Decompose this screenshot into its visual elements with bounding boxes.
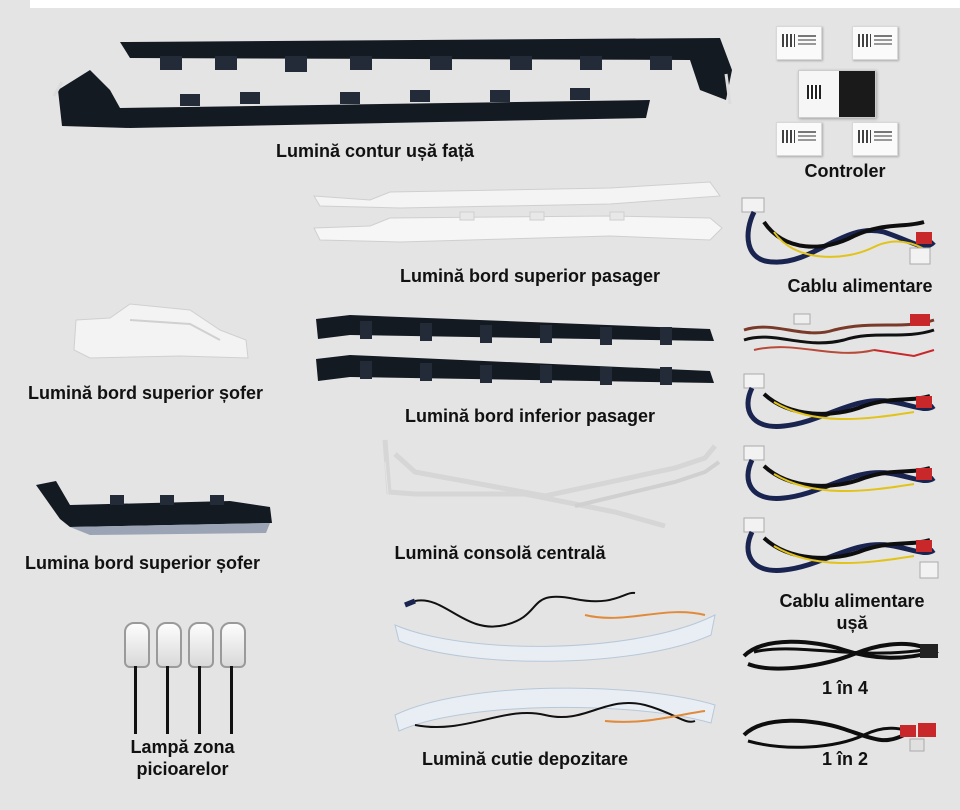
center-console-light-image xyxy=(382,439,721,529)
red-black-cable-image xyxy=(743,313,935,358)
upper-dash-passenger-light-image xyxy=(313,181,723,243)
label-upper-dash-passenger: Lumină bord superior pasager xyxy=(399,266,661,286)
door-power-cable-image-2 xyxy=(743,445,936,501)
label-door-power-cable-1: Cablu alimentare xyxy=(779,591,925,611)
label-footwell-2: picioarelor xyxy=(136,759,229,779)
controller-module xyxy=(852,122,898,156)
label-footwell-1: Lampă zona xyxy=(130,737,235,757)
footwell-lamp xyxy=(220,622,246,668)
storage-box-light-image xyxy=(394,591,716,732)
footwell-lamp-wire xyxy=(134,666,137,734)
footwell-lamp xyxy=(188,622,214,668)
controller-main-module xyxy=(798,70,876,118)
one-in-two-cable-image xyxy=(742,718,936,752)
label-upper-dash-driver-2: Lumina bord superior șofer xyxy=(24,553,261,573)
top-white-strip xyxy=(30,0,960,8)
footwell-lamp xyxy=(124,622,150,668)
footwell-lamp-wire xyxy=(198,666,201,734)
upper-dash-driver-light-image-1 xyxy=(73,303,249,359)
label-door-power-cable-2: ușă xyxy=(836,613,868,633)
footwell-lamp-wire xyxy=(230,666,233,734)
label-controller: Controler xyxy=(804,161,886,181)
controller-module xyxy=(776,26,822,60)
label-lower-dash-passenger: Lumină bord inferior pasager xyxy=(404,406,656,426)
one-in-four-cable-image xyxy=(742,639,940,671)
label-upper-dash-driver-1: Lumină bord superior șofer xyxy=(27,383,264,403)
power-cable-image xyxy=(741,197,936,265)
upper-dash-driver-light-image-2 xyxy=(36,481,272,535)
footwell-lamp-wire xyxy=(166,666,169,734)
label-center-console: Lumină consolă centrală xyxy=(394,543,606,563)
label-one-in-four: 1 în 4 xyxy=(821,678,869,698)
footwell-lamp xyxy=(156,622,182,668)
controller-image xyxy=(770,24,920,164)
label-power-cable: Cablu alimentare xyxy=(787,276,933,296)
label-front-door-contour: Lumină contur ușă față xyxy=(275,141,475,161)
controller-module xyxy=(776,122,822,156)
door-power-cable-image-3 xyxy=(743,517,939,579)
label-one-in-two: 1 în 2 xyxy=(821,749,869,769)
door-power-cable-image-1 xyxy=(743,373,936,429)
label-storage-box: Lumină cutie depozitare xyxy=(421,749,629,769)
controller-module xyxy=(852,26,898,60)
footwell-lamps-image xyxy=(120,622,255,737)
lower-dash-passenger-light-image xyxy=(316,315,714,385)
front-door-contour-light-image xyxy=(52,38,732,128)
